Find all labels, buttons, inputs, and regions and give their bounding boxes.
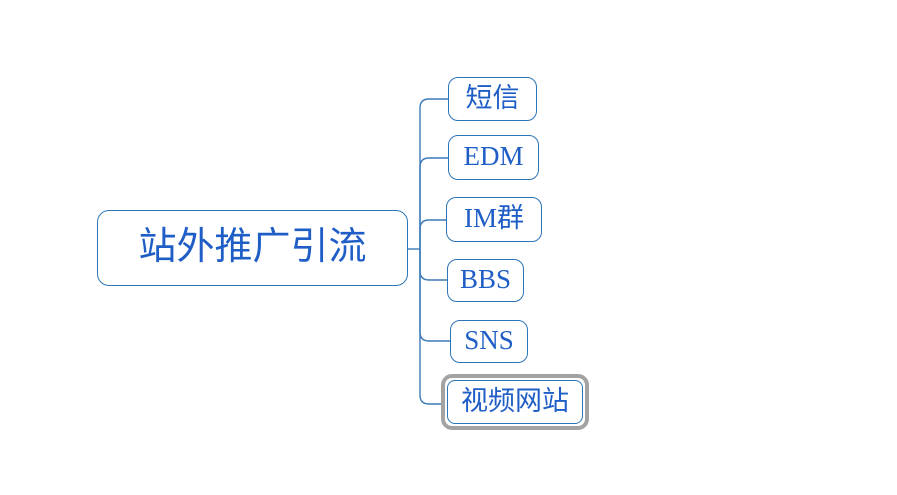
node-im-group[interactable]: IM群 (446, 197, 542, 242)
connector-root-to-sns (419, 249, 450, 342)
node-video-site-label: 视频网站 (461, 385, 569, 416)
node-sns[interactable]: SNS (450, 320, 528, 363)
node-sms[interactable]: 短信 (448, 77, 537, 121)
selected-node-ring: 视频网站 (441, 374, 589, 430)
node-edm[interactable]: EDM (448, 135, 539, 180)
connector-root-to-video-site (419, 249, 441, 405)
node-root[interactable]: 站外推广引流 (97, 210, 408, 286)
node-im-group-label: IM群 (464, 203, 524, 233)
connector-root-to-edm (419, 157, 448, 249)
node-root-label: 站外推广引流 (138, 226, 367, 268)
node-sns-label: SNS (464, 325, 514, 355)
connector-root-to-im-group (419, 219, 446, 249)
node-bbs-label: BBS (459, 264, 512, 294)
connector-root-to-bbs (419, 249, 447, 281)
node-bbs[interactable]: BBS (447, 259, 524, 302)
node-edm-label: EDM (463, 141, 524, 171)
node-sms-label: 短信 (465, 82, 520, 113)
node-video-site[interactable]: 视频网站 (447, 380, 583, 424)
connector-root-to-sms (419, 98, 448, 249)
